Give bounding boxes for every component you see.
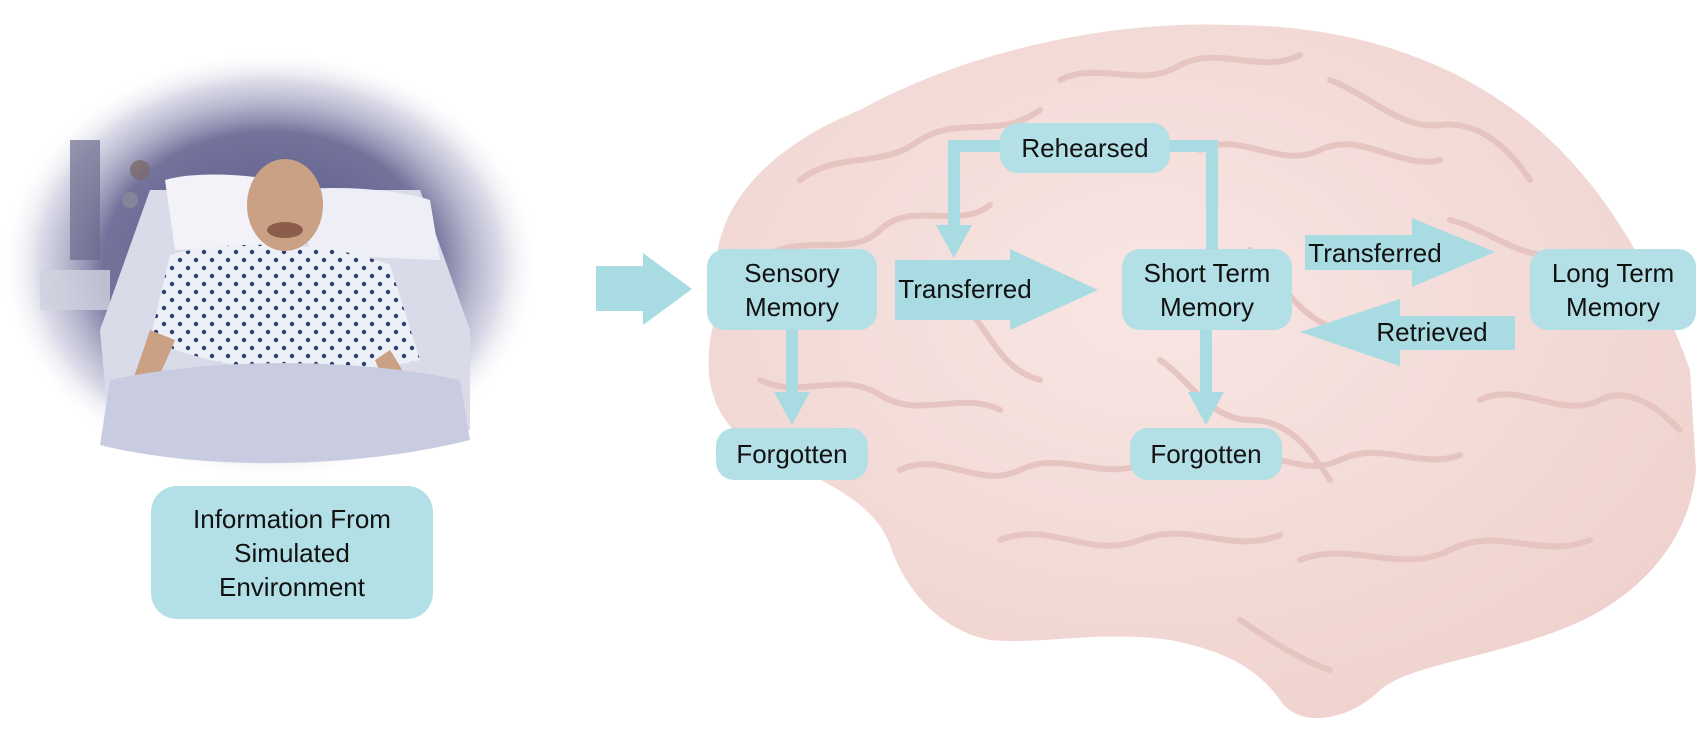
- input-arrow: [596, 253, 692, 325]
- retrieved-label: Retrieved: [1362, 315, 1502, 349]
- transferred-label-1: Transferred: [895, 272, 1035, 306]
- forgotten-sensory-box: Forgotten: [716, 428, 868, 480]
- rehearsed-box: Rehearsed: [1000, 123, 1170, 173]
- transferred-label-2: Transferred: [1305, 236, 1445, 270]
- long-term-memory-box: Long Term Memory: [1530, 249, 1696, 330]
- short-term-memory-box: Short Term Memory: [1122, 249, 1292, 330]
- source-label-box: Information From Simulated Environment: [151, 486, 433, 619]
- sensory-memory-box: Sensory Memory: [707, 249, 877, 330]
- patient-simulator-photo: [0, 50, 540, 480]
- forgotten-short-term-box: Forgotten: [1130, 428, 1282, 480]
